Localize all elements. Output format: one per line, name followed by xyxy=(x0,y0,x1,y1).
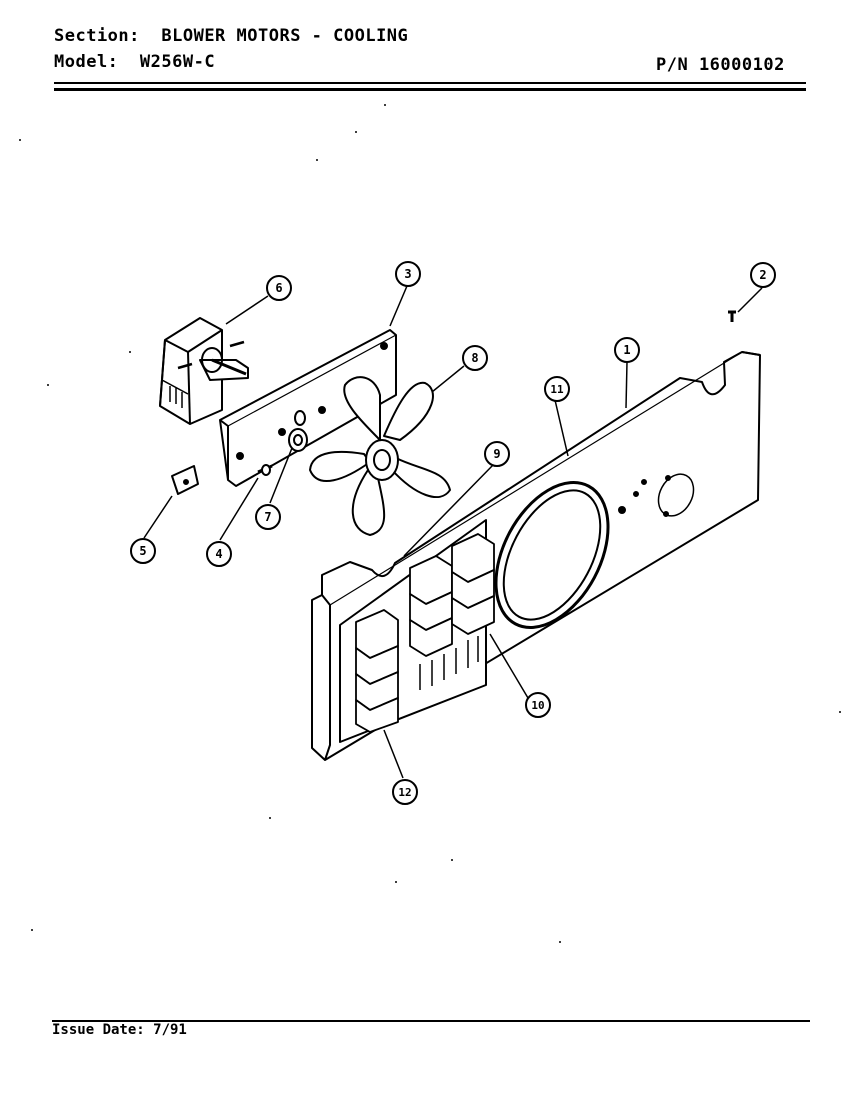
screw xyxy=(257,464,273,476)
clip xyxy=(171,465,199,495)
callout-1: 1 xyxy=(623,343,630,357)
panel-screw xyxy=(728,310,736,322)
motor-bracket xyxy=(219,329,397,487)
header-rule-top xyxy=(54,82,806,84)
model-label: Model: xyxy=(54,52,119,72)
callout-9-circle xyxy=(484,441,510,467)
model-heading: Model: W256W-C xyxy=(54,52,215,72)
callout-4-circle xyxy=(206,541,232,567)
callout-9: 9 xyxy=(493,447,500,461)
callout-2: 2 xyxy=(759,268,766,282)
issue-date: Issue Date: 7/91 xyxy=(52,1022,187,1038)
bushing xyxy=(288,428,308,452)
callout-12-circle xyxy=(392,779,418,805)
callout-6-circle xyxy=(266,275,292,301)
callout-3-circle xyxy=(395,261,421,287)
callout-6: 6 xyxy=(275,281,282,295)
callout-5-circle xyxy=(130,538,156,564)
fan-blade xyxy=(309,376,451,536)
section-value: BLOWER MOTORS - COOLING xyxy=(161,26,409,46)
callout-5: 5 xyxy=(139,544,146,558)
callout-10: 10 xyxy=(531,699,544,712)
callout-8: 8 xyxy=(471,351,478,365)
relay-board xyxy=(339,519,495,743)
section-heading: Section: BLOWER MOTORS - COOLING xyxy=(54,26,408,46)
callout-7-circle xyxy=(255,504,281,530)
header-rule-bottom xyxy=(54,88,806,91)
callout-7: 7 xyxy=(264,510,271,524)
scan-specks xyxy=(19,104,841,943)
callout-8-circle xyxy=(462,345,488,371)
callout-3: 3 xyxy=(404,267,411,281)
callout-11-circle xyxy=(544,376,570,402)
callout-1-circle xyxy=(614,337,640,363)
part-number: P/N 16000102 xyxy=(656,55,785,75)
footer-rule xyxy=(52,1020,810,1022)
callout-2-circle xyxy=(750,262,776,288)
model-value: W256W-C xyxy=(139,52,216,72)
callout-12: 12 xyxy=(398,786,411,799)
callout-11: 11 xyxy=(550,383,564,396)
callout-4: 4 xyxy=(215,547,222,561)
section-label: Section: xyxy=(54,26,140,46)
leader-lines xyxy=(143,285,763,779)
callout-10-circle xyxy=(525,692,551,718)
blower-motor xyxy=(159,317,249,425)
